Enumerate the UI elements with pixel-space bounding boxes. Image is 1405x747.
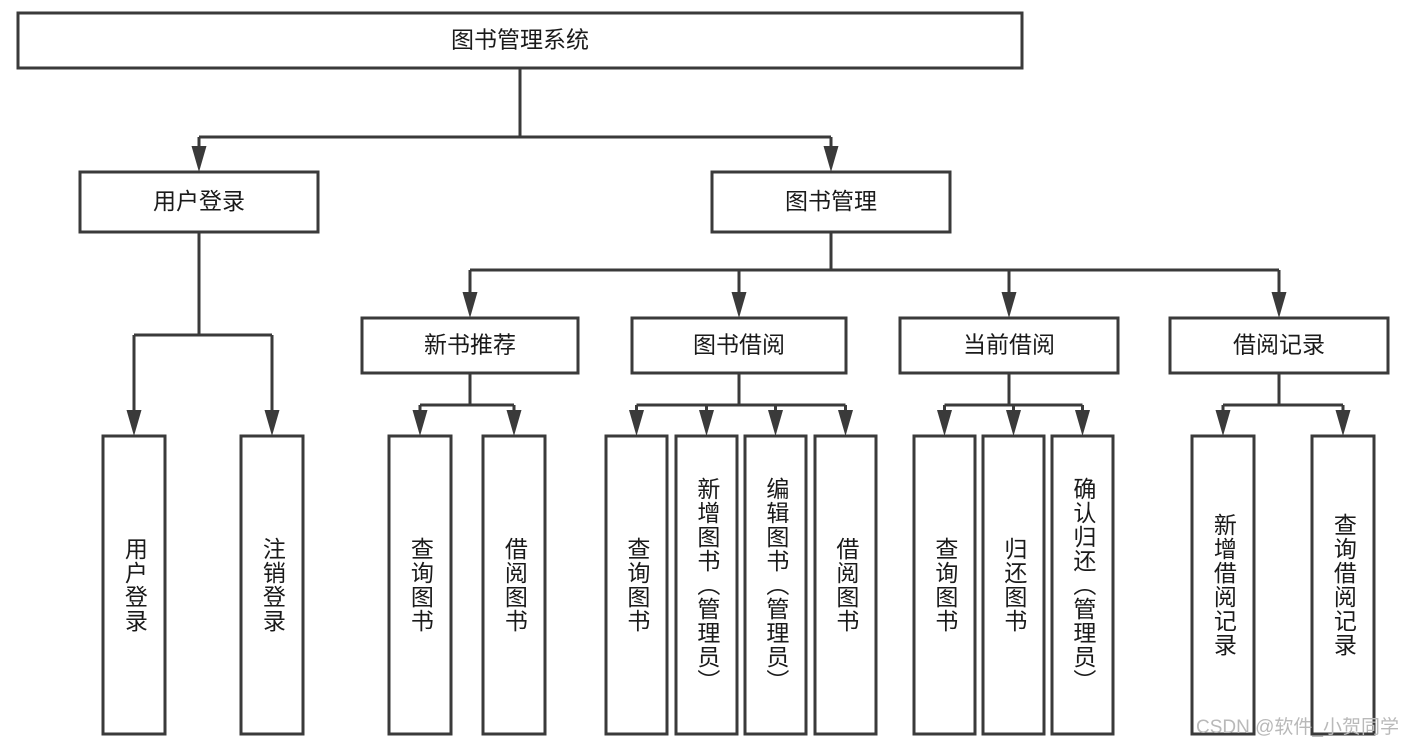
node-box[interactable]: [387, 434, 453, 736]
node-leaf-user-login[interactable]: [101, 434, 167, 736]
node-box[interactable]: [1190, 434, 1256, 736]
node-leaf-query-book-1[interactable]: [387, 434, 453, 736]
node-label: 图书管理系统: [451, 27, 589, 53]
connector-group-borrow-record: [1215, 373, 1351, 436]
connector-group-book-manage: [462, 232, 1287, 318]
node-box[interactable]: [630, 316, 848, 375]
node-label: 图书借阅: [693, 332, 785, 358]
watermark: CSDN @软件_小贺同学: [1196, 717, 1399, 738]
arrow-head-icon: [937, 410, 952, 436]
node-label: 新书推荐: [424, 332, 516, 358]
node-box[interactable]: [101, 434, 167, 736]
node-box[interactable]: [239, 434, 305, 736]
node-leaf-query-book-3[interactable]: [912, 434, 977, 736]
node-leaf-logout[interactable]: [239, 434, 305, 736]
node-label: 图书管理: [785, 188, 877, 214]
node-box[interactable]: [1310, 434, 1376, 736]
node-box[interactable]: [604, 434, 669, 736]
connector-group-new-book-rec: [412, 373, 522, 436]
arrow-head-icon: [629, 410, 644, 436]
node-root[interactable]: 图书管理系统: [16, 11, 1024, 70]
node-leaf-add-record[interactable]: [1190, 434, 1256, 736]
arrow-head-icon: [506, 410, 522, 436]
node-leaf-confirm-return[interactable]: [1050, 434, 1115, 736]
node-box[interactable]: [674, 434, 739, 736]
node-leaf-return-book[interactable]: [981, 434, 1046, 736]
node-user-login[interactable]: 用户登录: [78, 170, 320, 234]
arrow-head-icon: [462, 292, 478, 318]
node-box[interactable]: [710, 170, 952, 234]
node-box[interactable]: [1168, 316, 1390, 375]
arrow-head-icon: [823, 146, 839, 172]
node-box[interactable]: [981, 434, 1046, 736]
arrow-head-icon: [838, 410, 853, 436]
node-leaf-edit-book[interactable]: [743, 434, 808, 736]
node-box[interactable]: [481, 434, 547, 736]
node-book-manage[interactable]: 图书管理: [710, 170, 952, 234]
node-new-book-rec[interactable]: 新书推荐: [360, 316, 580, 375]
node-leaf-add-book[interactable]: [674, 434, 739, 736]
arrow-head-icon: [1006, 410, 1021, 436]
arrow-head-icon: [1215, 410, 1231, 436]
node-leaf-query-book-2[interactable]: [604, 434, 669, 736]
arrow-head-icon: [191, 146, 207, 172]
node-box[interactable]: [360, 316, 580, 375]
node-box[interactable]: [78, 170, 320, 234]
arrow-head-icon: [126, 410, 142, 436]
node-box[interactable]: [898, 316, 1120, 375]
arrow-head-icon: [699, 410, 714, 436]
arrow-head-icon: [1001, 292, 1017, 318]
arrow-head-icon: [768, 410, 783, 436]
node-box[interactable]: [743, 434, 808, 736]
arrow-head-icon: [412, 410, 428, 436]
node-leaf-borrow-book-1[interactable]: [481, 434, 547, 736]
node-label: 借阅记录: [1233, 332, 1325, 358]
node-box[interactable]: [16, 11, 1024, 70]
node-label: 用户登录: [153, 188, 245, 214]
connector-group-root: [191, 68, 839, 172]
node-leaf-borrow-book-2[interactable]: [813, 434, 878, 736]
node-label: 当前借阅: [963, 332, 1055, 358]
connector-group-book-borrow: [629, 373, 853, 436]
node-box[interactable]: [1050, 434, 1115, 736]
node-box[interactable]: [912, 434, 977, 736]
arrow-head-icon: [1075, 410, 1090, 436]
node-borrow-record[interactable]: 借阅记录: [1168, 316, 1390, 375]
arrow-head-icon: [264, 410, 280, 436]
node-leaf-query-record[interactable]: [1310, 434, 1376, 736]
node-book-borrow[interactable]: 图书借阅: [630, 316, 848, 375]
arrow-head-icon: [1335, 410, 1351, 436]
connector-group-current-borrow: [937, 373, 1090, 436]
node-current-borrow[interactable]: 当前借阅: [898, 316, 1120, 375]
arrow-head-icon: [731, 292, 747, 318]
node-box[interactable]: [813, 434, 878, 736]
connector-group-user-login: [126, 232, 280, 436]
arrow-head-icon: [1271, 292, 1287, 318]
